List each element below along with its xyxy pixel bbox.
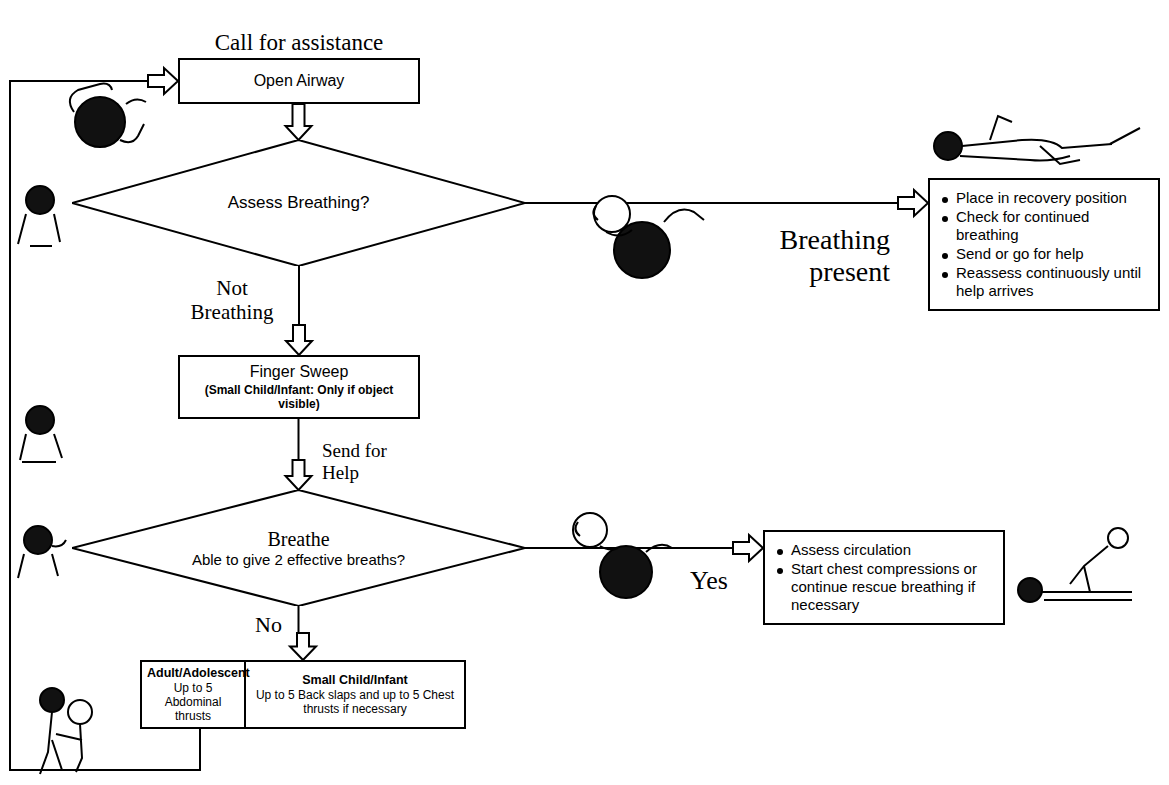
connector-line [298, 419, 300, 460]
abdominal-thrust-figure [40, 688, 92, 774]
decision-diamond: BreatheAble to give 2 effective breaths? [72, 490, 525, 606]
flow-connector [286, 266, 312, 355]
flow-connector [286, 104, 312, 140]
small-victim-figure [18, 186, 66, 578]
adult-column: Adult/AdolescentUp to 5 Abdominal thrust… [142, 662, 246, 727]
recovery-position-figure [934, 116, 1140, 164]
bullet-dot [942, 197, 948, 203]
process-box: Finger Sweep (Small Child/Infant: Only if… [178, 355, 420, 419]
compression-figure [1018, 528, 1132, 602]
bullet-text: Place in recovery position [956, 189, 1127, 206]
instruction-text: Up to 5 Abdominal thrusts [147, 681, 239, 723]
bullet-row: Reassess continuously until help arrives [938, 264, 1150, 300]
box-text: Finger Sweep [250, 363, 349, 381]
bullet-text: Reassess continuously until help arrives [956, 264, 1141, 299]
block-arrow [898, 190, 928, 216]
heading-text: Call for assistance [120, 30, 478, 56]
bullet-dot [777, 568, 783, 574]
diamond-border [72, 140, 525, 266]
bullet-row: Check for continued breathing [938, 208, 1150, 244]
decision-text: Assess Breathing? [228, 193, 370, 213]
edge-label: No [250, 612, 282, 637]
action-box: Assess circulationStart chest compressio… [763, 530, 1005, 625]
group-heading: Small Child/Infant [251, 673, 459, 687]
flow-connector [286, 419, 312, 490]
edge-label: Yes [690, 566, 750, 596]
decision-diamond: Assess Breathing? [72, 140, 525, 266]
box-text: (Small Child/Infant: Only if object visi… [190, 383, 408, 411]
diamond-border [72, 490, 525, 606]
bullet-row: Place in recovery position [938, 189, 1150, 207]
block-arrow [733, 535, 763, 561]
bullet-text: Start chest compressions or continue res… [791, 560, 977, 613]
bullet-text: Assess circulation [791, 541, 911, 558]
head-tilt-figure [70, 84, 146, 147]
bullet-row: Assess circulation [773, 541, 995, 559]
edge-label: Breathing present [700, 224, 890, 288]
look-listen-feel-figure [593, 196, 704, 278]
flow-connector [290, 606, 316, 660]
process-box: Call for assistanceOpen Airway [178, 58, 420, 104]
bullet-row: Send or go for help [938, 245, 1150, 263]
flow-connector [525, 190, 928, 216]
edge-label: Not Breathing [182, 276, 282, 324]
connector-line [299, 606, 304, 633]
child-column: Small Child/InfantUp to 5 Back slaps and… [246, 662, 464, 727]
bullet-dot [942, 216, 948, 222]
bullet-dot [942, 272, 948, 278]
block-arrow [148, 68, 178, 94]
decision-text: Able to give 2 effective breaths? [192, 551, 405, 568]
block-arrow [286, 104, 312, 140]
bullet-row: Start chest compressions or continue res… [773, 560, 995, 614]
connector-line [525, 202, 898, 204]
action-box: Place in recovery positionCheck for cont… [928, 178, 1160, 311]
block-arrow [286, 460, 312, 490]
diamond-content: Assess Breathing? [228, 193, 370, 213]
diamond-content: BreatheAble to give 2 effective breaths? [192, 528, 405, 568]
bullet-dot [777, 549, 783, 555]
edge-label: Send for Help [322, 440, 412, 484]
choking-box: Adult/AdolescentUp to 5 Abdominal thrust… [140, 660, 466, 729]
instruction-text: Up to 5 Back slaps and up to 5 Chest thr… [251, 688, 459, 716]
bullet-text: Check for continued breathing [956, 208, 1089, 243]
box-text: Open Airway [254, 72, 345, 90]
rescue-breath-figure [573, 513, 672, 598]
connector-line [298, 266, 300, 325]
block-arrow [286, 325, 312, 355]
bullet-text: Send or go for help [956, 245, 1084, 262]
group-heading: Adult/Adolescent [147, 666, 239, 680]
block-arrow [290, 633, 316, 660]
decision-text: Breathe [192, 528, 405, 551]
bullet-dot [942, 253, 948, 259]
